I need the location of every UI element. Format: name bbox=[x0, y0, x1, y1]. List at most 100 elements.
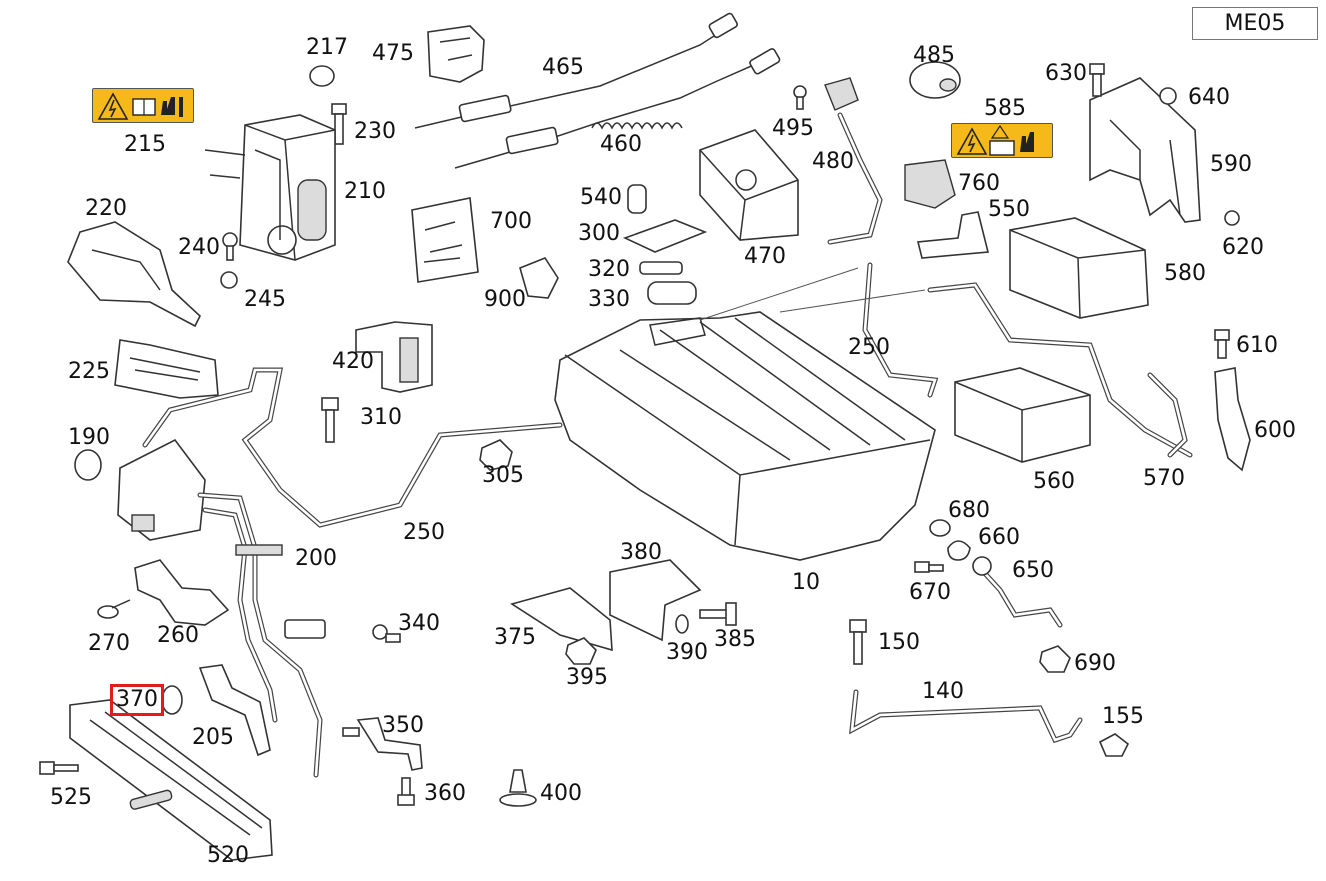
bracket-260[interactable] bbox=[134, 559, 230, 626]
callout-260[interactable]: 260 bbox=[157, 623, 199, 648]
pump-760[interactable] bbox=[904, 159, 956, 209]
callout-220[interactable]: 220 bbox=[85, 196, 127, 221]
callout-215[interactable]: 215 bbox=[124, 132, 166, 157]
bolt-630[interactable] bbox=[1089, 63, 1105, 97]
callout-190[interactable]: 190 bbox=[68, 425, 110, 450]
bolt-620[interactable] bbox=[1224, 210, 1240, 226]
warning-label-215[interactable] bbox=[92, 88, 194, 123]
callout-520[interactable]: 520 bbox=[207, 843, 249, 868]
plug-540[interactable] bbox=[627, 184, 647, 214]
callout-380[interactable]: 380 bbox=[620, 540, 662, 565]
bolt-385[interactable] bbox=[699, 602, 737, 626]
callout-640[interactable]: 640 bbox=[1188, 85, 1230, 110]
bolt-150[interactable] bbox=[849, 619, 867, 665]
callout-420[interactable]: 420 bbox=[332, 349, 374, 374]
clamp-660[interactable] bbox=[947, 540, 971, 561]
callout-630[interactable]: 630 bbox=[1045, 61, 1087, 86]
callout-300[interactable]: 300 bbox=[578, 221, 620, 246]
screw-240[interactable] bbox=[222, 232, 238, 261]
bolt-230[interactable] bbox=[331, 103, 347, 145]
callout-760[interactable]: 760 bbox=[958, 171, 1000, 196]
callout-485[interactable]: 485 bbox=[913, 43, 955, 68]
callout-600[interactable]: 600 bbox=[1254, 418, 1296, 443]
callout-670[interactable]: 670 bbox=[909, 580, 951, 605]
bolt-640[interactable] bbox=[1159, 87, 1177, 105]
callout-680[interactable]: 680 bbox=[948, 498, 990, 523]
callout-470[interactable]: 470 bbox=[744, 244, 786, 269]
callout-250-left[interactable]: 250 bbox=[403, 520, 445, 545]
bolt-670[interactable] bbox=[914, 561, 944, 573]
callout-480[interactable]: 480 bbox=[812, 149, 854, 174]
callout-210[interactable]: 210 bbox=[344, 179, 386, 204]
screw-495[interactable] bbox=[793, 85, 807, 110]
callout-140[interactable]: 140 bbox=[922, 679, 964, 704]
bracket-550[interactable] bbox=[916, 211, 990, 259]
bracket-225[interactable] bbox=[114, 339, 219, 399]
callout-250-battery[interactable]: 250 bbox=[848, 335, 890, 360]
callout-390[interactable]: 390 bbox=[666, 640, 708, 665]
charger-module-580[interactable] bbox=[1009, 217, 1149, 319]
callout-495[interactable]: 495 bbox=[772, 116, 814, 141]
pad-900[interactable] bbox=[519, 257, 559, 299]
bracket-600[interactable] bbox=[1214, 367, 1251, 472]
callout-330[interactable]: 330 bbox=[588, 287, 630, 312]
connector-block-200[interactable] bbox=[117, 438, 326, 778]
callout-620[interactable]: 620 bbox=[1222, 235, 1264, 260]
bolt-610[interactable] bbox=[1214, 329, 1230, 359]
cover-plate-300[interactable] bbox=[622, 219, 708, 253]
instruction-sheet-700[interactable] bbox=[411, 197, 479, 283]
sensor-485[interactable] bbox=[909, 61, 961, 99]
callout-270[interactable]: 270 bbox=[88, 631, 130, 656]
bracket-420[interactable] bbox=[355, 321, 433, 393]
bracket-590[interactable] bbox=[1089, 77, 1201, 223]
callout-550[interactable]: 550 bbox=[988, 197, 1030, 222]
nut-245[interactable] bbox=[220, 271, 238, 289]
callout-217[interactable]: 217 bbox=[306, 35, 348, 60]
callout-370-highlighted[interactable]: 370 bbox=[110, 684, 164, 716]
bolt-525[interactable] bbox=[39, 761, 79, 775]
stud-400[interactable] bbox=[499, 769, 537, 807]
fuse-330[interactable] bbox=[647, 281, 697, 305]
nut-305[interactable] bbox=[479, 439, 513, 471]
callout-200[interactable]: 200 bbox=[295, 546, 337, 571]
nut-395[interactable] bbox=[565, 637, 597, 665]
charge-cable-460[interactable] bbox=[454, 48, 781, 169]
o-ring-190[interactable] bbox=[74, 449, 102, 481]
coolant-pipe-650[interactable] bbox=[972, 556, 1063, 628]
callout-360[interactable]: 360 bbox=[424, 781, 466, 806]
ground-cable-140[interactable] bbox=[849, 689, 1083, 744]
callout-305[interactable]: 305 bbox=[482, 463, 524, 488]
module-470[interactable] bbox=[699, 129, 799, 241]
rail-520[interactable] bbox=[69, 699, 273, 861]
callout-540[interactable]: 540 bbox=[580, 185, 622, 210]
charge-cable-465[interactable] bbox=[414, 12, 738, 129]
screw-270[interactable] bbox=[97, 599, 131, 619]
callout-700[interactable]: 700 bbox=[490, 209, 532, 234]
bolt-340[interactable] bbox=[372, 624, 401, 643]
callout-225[interactable]: 225 bbox=[68, 359, 110, 384]
callout-205[interactable]: 205 bbox=[192, 725, 234, 750]
bracket-475[interactable] bbox=[427, 25, 485, 83]
dcdc-converter-560[interactable] bbox=[954, 367, 1091, 463]
callout-320[interactable]: 320 bbox=[588, 257, 630, 282]
callout-460[interactable]: 460 bbox=[600, 132, 642, 157]
callout-650[interactable]: 650 bbox=[1012, 558, 1054, 583]
callout-475[interactable]: 475 bbox=[372, 41, 414, 66]
callout-580[interactable]: 580 bbox=[1164, 261, 1206, 286]
plate-375[interactable] bbox=[510, 587, 613, 652]
callout-340[interactable]: 340 bbox=[398, 611, 440, 636]
callout-350[interactable]: 350 bbox=[382, 713, 424, 738]
callout-400[interactable]: 400 bbox=[540, 781, 582, 806]
callout-310[interactable]: 310 bbox=[360, 405, 402, 430]
callout-385[interactable]: 385 bbox=[714, 627, 756, 652]
bolt-310[interactable] bbox=[321, 397, 339, 443]
bracket-205[interactable] bbox=[198, 664, 271, 757]
grommet-370[interactable] bbox=[161, 685, 183, 715]
bolt-155[interactable] bbox=[1098, 733, 1130, 757]
callout-590[interactable]: 590 bbox=[1210, 152, 1252, 177]
cable-480[interactable] bbox=[824, 77, 883, 245]
callout-570[interactable]: 570 bbox=[1143, 466, 1185, 491]
bolt-360[interactable] bbox=[397, 777, 415, 806]
callout-465[interactable]: 465 bbox=[542, 55, 584, 80]
callout-690[interactable]: 690 bbox=[1074, 651, 1116, 676]
